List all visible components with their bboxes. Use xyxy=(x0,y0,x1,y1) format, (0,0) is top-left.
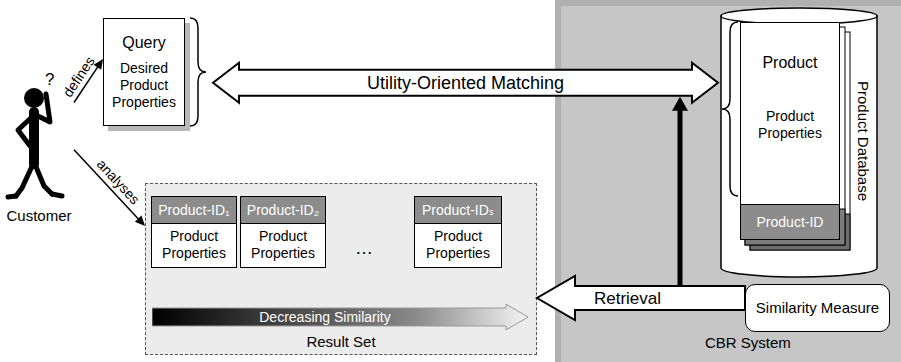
product-id: Product-ID xyxy=(757,214,824,230)
query-document: QueryDesired Product Properties xyxy=(103,18,185,126)
matching-arrow xyxy=(213,63,718,103)
product-properties: Product Properties xyxy=(152,224,236,266)
text-holder: Result Set xyxy=(146,333,536,351)
card-header: Product-IDₛ xyxy=(415,197,501,224)
product-card: Product-ID₁ Product Properties xyxy=(151,196,237,268)
product-id: Product-IDₛ xyxy=(422,202,494,218)
product-id: Product-ID₂ xyxy=(247,202,319,218)
connector xyxy=(74,150,145,226)
edge-label: defines xyxy=(61,54,99,100)
product-title: Product xyxy=(762,53,817,72)
text-holder: … xyxy=(355,238,373,259)
measure-box: Similarity Measure xyxy=(745,284,890,332)
query-brace xyxy=(190,18,206,126)
edge-label: Retrieval xyxy=(594,289,661,308)
query-title: Query xyxy=(122,33,166,52)
product-properties: Product Properties xyxy=(415,224,501,266)
product-card: Product-ID₂ Product Properties xyxy=(240,196,326,268)
arrowhead xyxy=(672,97,688,111)
product-brace xyxy=(722,22,738,196)
product-card: Product-IDₛProduct Properties xyxy=(414,196,502,268)
text-holder: ? xyxy=(45,70,54,90)
question-mark: ? xyxy=(45,70,54,90)
edge-label: Utility-Oriented Matching xyxy=(367,73,564,93)
group-title: Result Set xyxy=(146,333,536,351)
product-record: ProductProduct PropertiesProduct-ID xyxy=(740,22,840,240)
similarity-arrow: Decreasing Similarity xyxy=(152,304,528,330)
junction-line xyxy=(672,97,688,285)
ellipsis: … xyxy=(355,238,373,259)
measure-label: Similarity Measure xyxy=(756,299,879,317)
connector xyxy=(537,276,745,320)
gradient-label: Decreasing Similarity xyxy=(259,309,390,325)
retrieval-arrow xyxy=(537,276,745,320)
database-cylinder: Product Database ProductProduct Propertie… xyxy=(720,6,878,278)
id-band: Product-ID xyxy=(740,204,840,240)
product-properties: Product Properties xyxy=(741,108,839,142)
actor-label: Customer xyxy=(6,207,71,225)
result-set-group: Result SetProduct-ID₁Product PropertiesP… xyxy=(145,183,537,355)
edge-label: analyses xyxy=(93,157,142,208)
arrowhead xyxy=(135,216,145,226)
product-id: Product-ID₁ xyxy=(158,202,230,218)
card-header: Product-ID₁ xyxy=(152,197,236,224)
database-label: Product Database xyxy=(855,81,872,201)
connector xyxy=(213,63,718,103)
card-header: Product-ID₂ xyxy=(241,197,325,224)
product-properties: Product Properties xyxy=(241,224,325,266)
text-holder: CBR System xyxy=(705,334,791,352)
query-body: Desired Product Properties xyxy=(108,60,180,111)
junction-shaft xyxy=(678,109,683,285)
panel-title: CBR System xyxy=(705,334,791,352)
